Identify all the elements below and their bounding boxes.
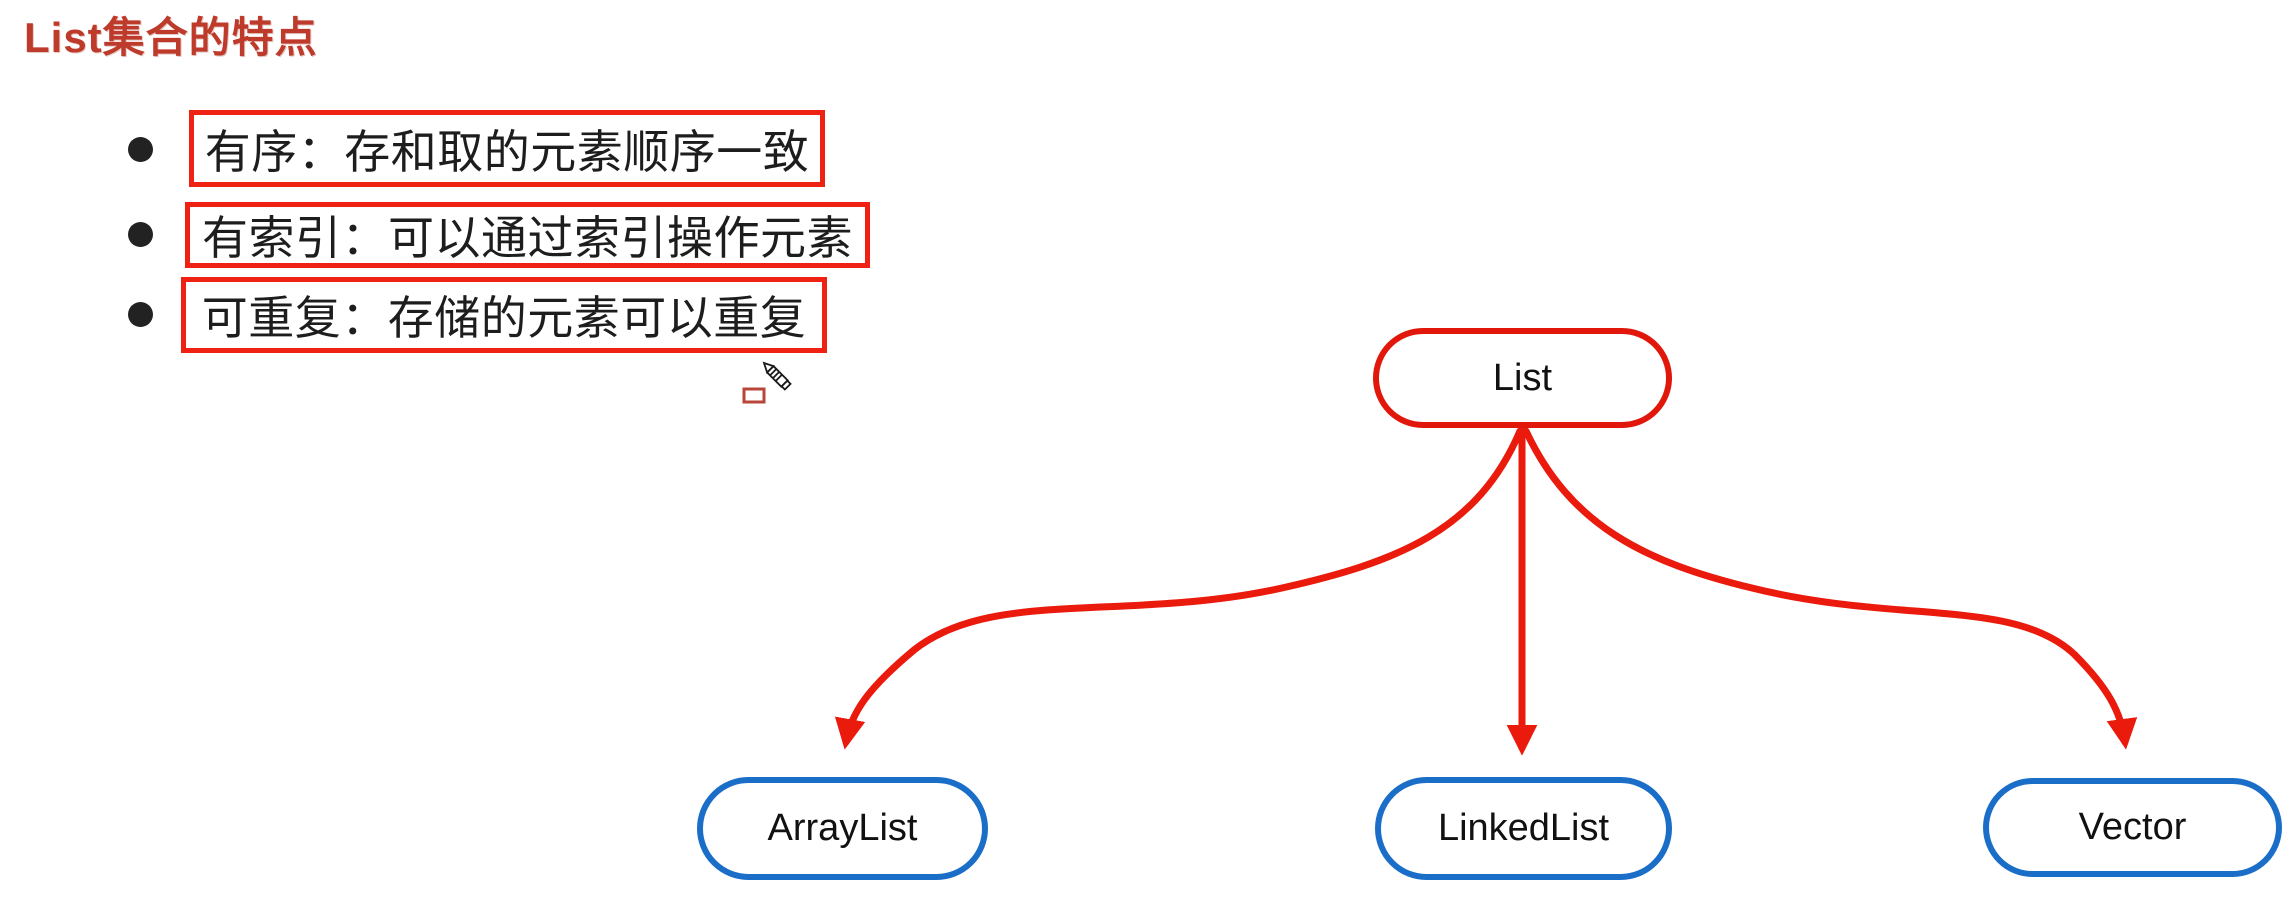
bullet-dot xyxy=(128,222,153,247)
bullet-dot xyxy=(128,137,153,162)
node-list: List xyxy=(1373,328,1672,428)
node-arraylist: ArrayList xyxy=(697,777,988,880)
node-vector: Vector xyxy=(1983,778,2282,877)
node-label: List xyxy=(1492,356,1553,399)
bullet-box-indexed: 有索引：可以通过索引操作元素 xyxy=(185,202,870,268)
node-label: Vector xyxy=(2078,806,2187,848)
pencil-cursor-icon xyxy=(742,361,792,404)
bullet-dot xyxy=(128,302,153,327)
node-label: LinkedList xyxy=(1437,807,1610,849)
cursor-red-square xyxy=(742,387,766,404)
bullet-text: 有索引：可以通过索引操作元素 xyxy=(202,212,853,264)
arrow-list-to-arraylist xyxy=(834,427,1524,750)
bullet-text: 可重复：存储的元素可以重复 xyxy=(201,292,807,344)
bullet-text: 有序：存和取的元素顺序一致 xyxy=(204,125,810,178)
node-linkedlist: LinkedList xyxy=(1375,777,1672,880)
arrow-list-to-vector xyxy=(1522,427,2138,750)
node-label: ArrayList xyxy=(767,807,918,849)
bullet-box-repeatable: 可重复：存储的元素可以重复 xyxy=(181,277,827,353)
bullet-box-ordered: 有序：存和取的元素顺序一致 xyxy=(189,110,825,187)
page-title: List集合的特点 xyxy=(24,14,318,61)
